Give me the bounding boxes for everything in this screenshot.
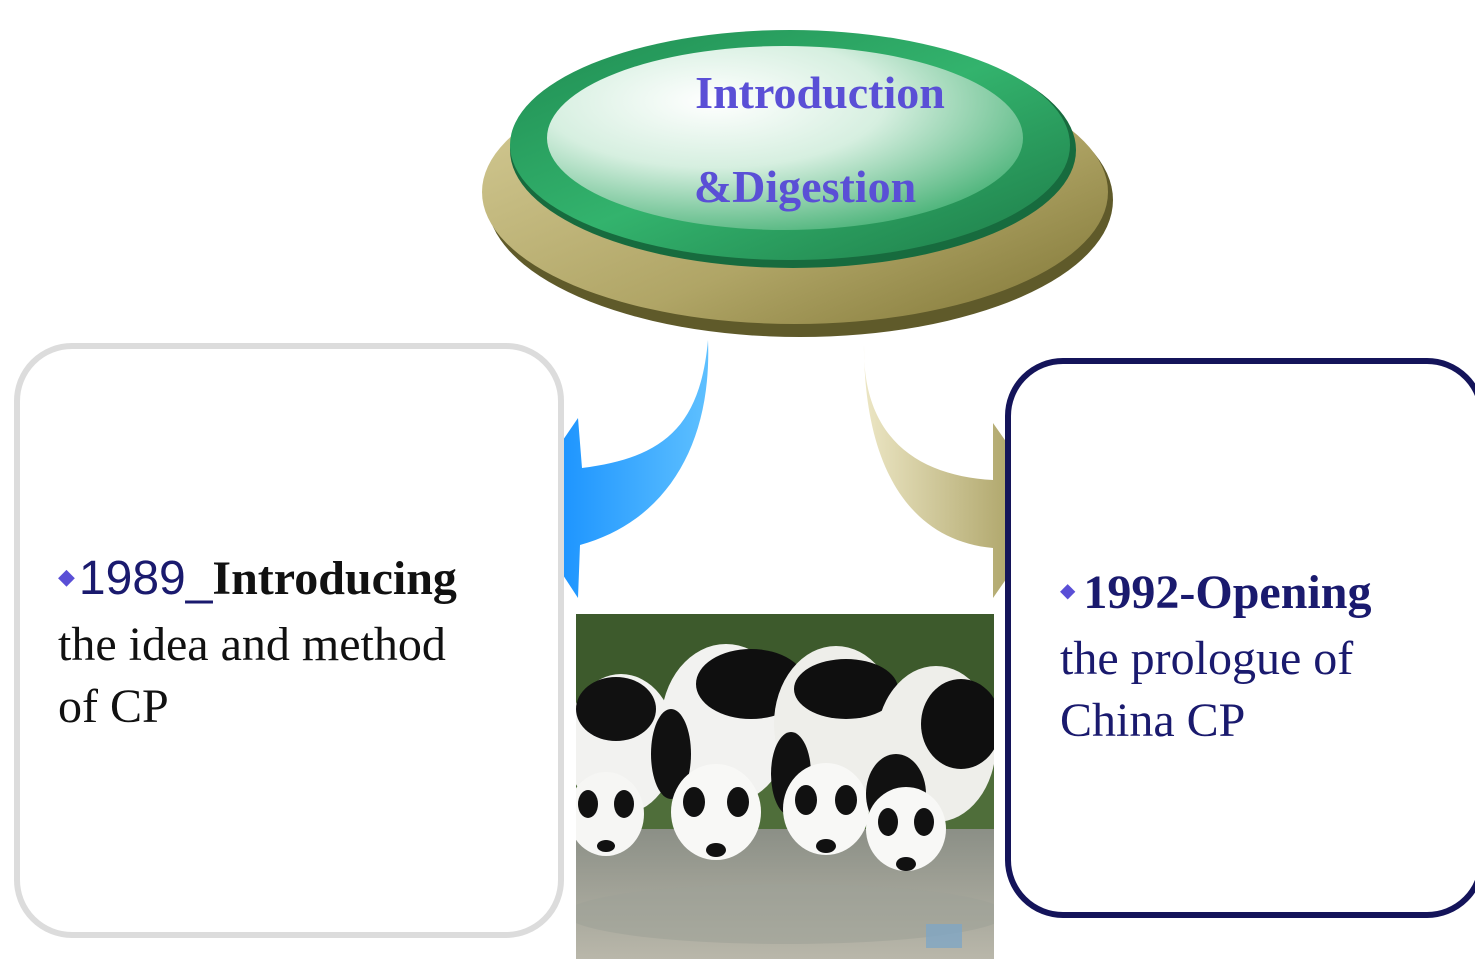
left-card-title: Introducing [212,552,457,605]
left-card-line2: of CP [58,679,169,733]
ellipse-highlight [547,46,1023,230]
central-ellipse [482,30,1113,337]
title-line-2: &Digestion [693,161,917,212]
panda-3 [771,646,898,855]
watermark-logo [926,924,962,948]
right-card-headline: ◆ 1992-Opening [1060,562,1470,628]
panda-illustration [576,614,994,959]
panda-photo [576,614,994,959]
panda-1 [576,674,676,856]
right-card [1005,358,1475,918]
right-card-line2: China CP [1060,693,1246,747]
right-card-text: ◆ 1992-Opening the prologue of China CP [1060,562,1470,752]
diamond-bullet-icon: ◆ [1060,579,1076,602]
panda-4 [866,666,994,871]
right-card-line1: the prologue of [1060,631,1354,685]
left-card-text: ◆1989_Introducing the idea and method of… [58,548,528,738]
left-card-line1: the idea and method [58,617,446,671]
diamond-bullet-icon: ◆ [58,563,75,589]
left-card [14,343,564,938]
right-card-title: 1992-Opening [1083,566,1372,619]
left-card-year: 1989_ [78,552,213,605]
panda-2 [651,644,806,860]
title-line-1: Introduction [695,67,945,118]
left-curved-arrow [518,340,709,598]
left-card-headline: ◆1989_Introducing [58,548,528,614]
